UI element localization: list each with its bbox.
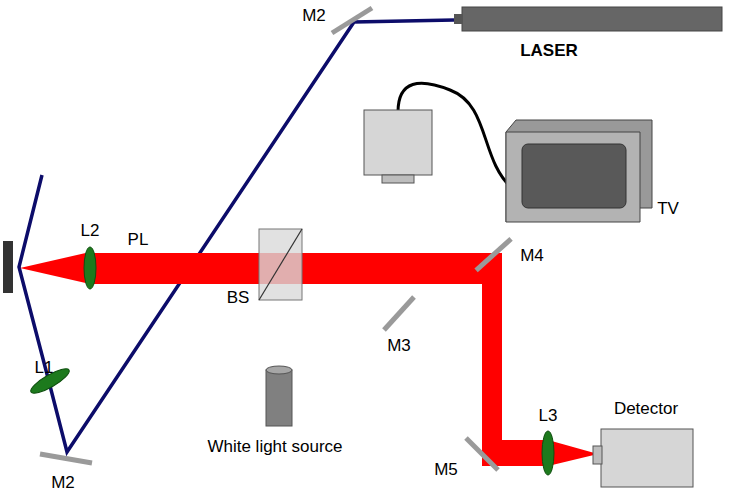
mirror	[476, 234, 511, 275]
part-label: L2	[81, 222, 100, 241]
beam-splitter	[259, 229, 302, 300]
mirror	[40, 454, 92, 463]
part-label: BS	[227, 289, 250, 308]
pl-beam	[482, 262, 502, 466]
beam-splitter	[259, 229, 302, 300]
part-label: M5	[434, 461, 458, 480]
pl-cone	[20, 252, 90, 284]
part-label: M4	[520, 247, 544, 266]
tv-monitor	[506, 132, 640, 222]
sample	[3, 241, 13, 293]
pl-cone	[548, 440, 598, 466]
tv-monitor	[506, 120, 652, 222]
white-light-source	[266, 370, 292, 426]
lens	[84, 247, 96, 289]
camera-lens	[382, 175, 414, 183]
mirror	[332, 8, 372, 33]
laser-nozzle	[454, 14, 463, 24]
mirror	[384, 297, 414, 330]
part-label: LASER	[520, 42, 578, 61]
detector	[601, 429, 693, 487]
tv-screen	[522, 144, 626, 208]
part-label: M2	[302, 7, 326, 26]
part-label: M2	[51, 474, 75, 493]
part-label: L1	[35, 359, 54, 378]
part-label: White light source	[207, 438, 342, 457]
white-light-source	[266, 366, 292, 374]
mirror	[466, 438, 498, 470]
laser-beam	[19, 20, 454, 452]
part-label: M3	[387, 337, 411, 356]
camera	[364, 110, 432, 175]
part-label: PL	[128, 231, 149, 250]
laser-body	[462, 7, 722, 31]
part-label: TV	[657, 200, 679, 219]
lens	[542, 431, 554, 475]
detector-window	[593, 446, 602, 464]
part-label: L3	[539, 407, 558, 426]
part-label: Detector	[614, 400, 678, 419]
